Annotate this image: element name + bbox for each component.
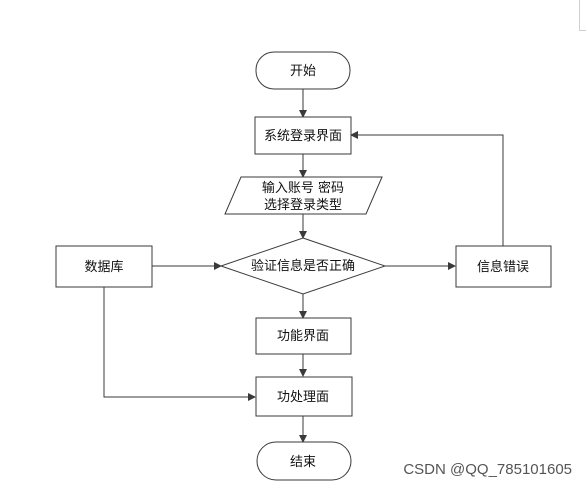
- end-label: 结束: [290, 455, 316, 470]
- input-node: 输入账号 密码 选择登录类型: [224, 176, 383, 215]
- start-node: 开始: [255, 51, 351, 90]
- end-node: 结束: [256, 441, 352, 481]
- process-screen-node: 功处理面: [255, 376, 353, 417]
- login-screen-label: 系统登录界面: [264, 129, 342, 144]
- watermark: CSDN @QQ_785101605: [403, 461, 572, 478]
- edge-error-to-login: [350, 131, 504, 246]
- login-screen-node: 系统登录界面: [254, 116, 352, 155]
- error-label: 信息错误: [477, 259, 529, 275]
- input-label-line1: 输入账号 密码: [262, 180, 344, 196]
- verify-decision-node: 验证信息是否正确: [219, 237, 387, 295]
- function-screen-label: 功能界面: [277, 329, 329, 344]
- window-edge-decoration: [579, 0, 586, 31]
- edge-database-to-process: [103, 287, 256, 401]
- input-label-line2: 选择登录类型: [264, 198, 342, 213]
- process-screen-label: 功处理面: [277, 390, 329, 405]
- start-label: 开始: [290, 64, 316, 79]
- database-label: 数据库: [84, 259, 123, 275]
- verify-label: 验证信息是否正确: [251, 258, 355, 274]
- error-node: 信息错误: [455, 245, 552, 288]
- function-screen-node: 功能界面: [255, 317, 352, 355]
- database-node: 数据库: [55, 245, 153, 288]
